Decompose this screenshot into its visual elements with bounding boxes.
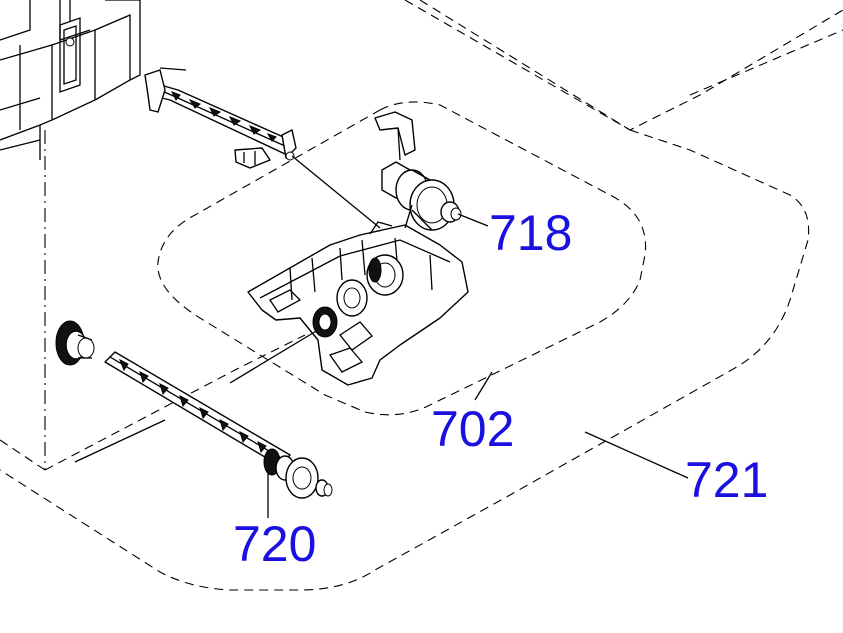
shaft-720-part [104,351,333,499]
frame-housing [0,0,141,160]
part-label-721: 721 [685,452,768,508]
gear-part [55,320,95,366]
lever-shaft-part [144,67,297,169]
pickup-assembly-702-part [247,204,469,386]
roller-718-part [381,161,462,231]
clip-part [374,111,416,161]
assembly-721-boundary [0,0,843,591]
assembly-702-boundary [157,101,647,416]
part-label-720: 720 [233,516,316,572]
part-label-718: 718 [489,205,572,261]
part-label-702: 702 [431,401,514,457]
